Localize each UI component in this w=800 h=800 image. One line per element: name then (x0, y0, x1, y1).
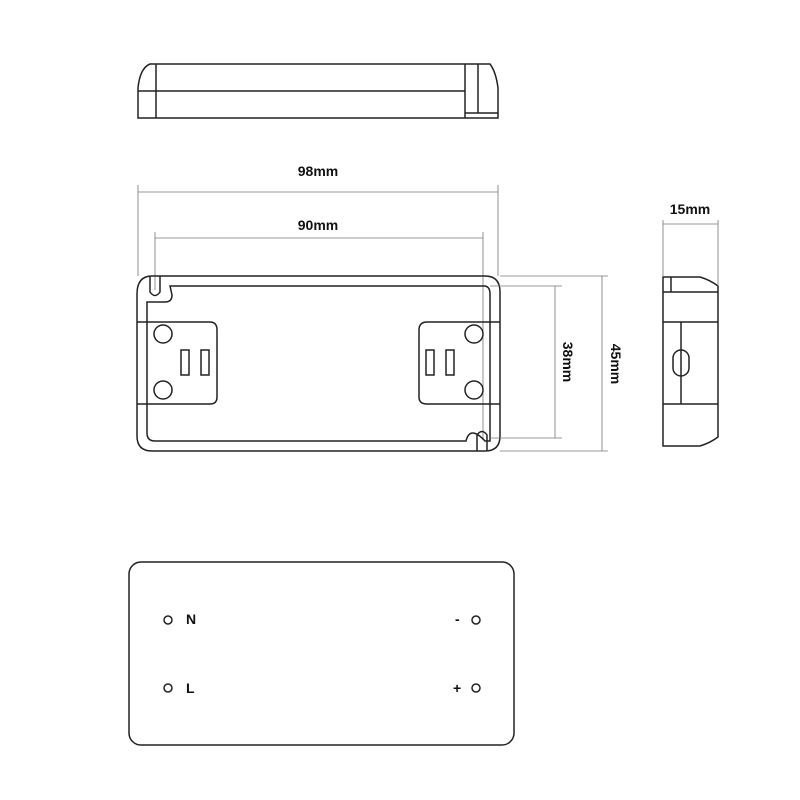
side-view (662, 276, 719, 447)
dimension-90mm: 90mm (154, 217, 484, 440)
dimension-15mm: 15mm (662, 201, 719, 286)
dimension-label: 45mm (608, 344, 624, 384)
dimension-label: 15mm (670, 201, 710, 217)
terminal-label-n: N (186, 611, 196, 627)
terminal-view: N L - + (128, 561, 515, 746)
dimension-38mm: 38mm (490, 285, 576, 439)
terminal-label-positive: + (453, 680, 461, 696)
dimension-label: 38mm (560, 342, 576, 382)
terminal-label-negative: - (455, 611, 460, 627)
dimension-45mm: 45mm (500, 275, 624, 452)
terminal-label-l: L (186, 680, 195, 696)
dimension-label: 90mm (298, 217, 338, 233)
dimension-98mm: 98mm (137, 163, 499, 276)
top-view (137, 63, 499, 119)
dimension-label: 98mm (298, 163, 338, 179)
front-view (136, 275, 501, 452)
